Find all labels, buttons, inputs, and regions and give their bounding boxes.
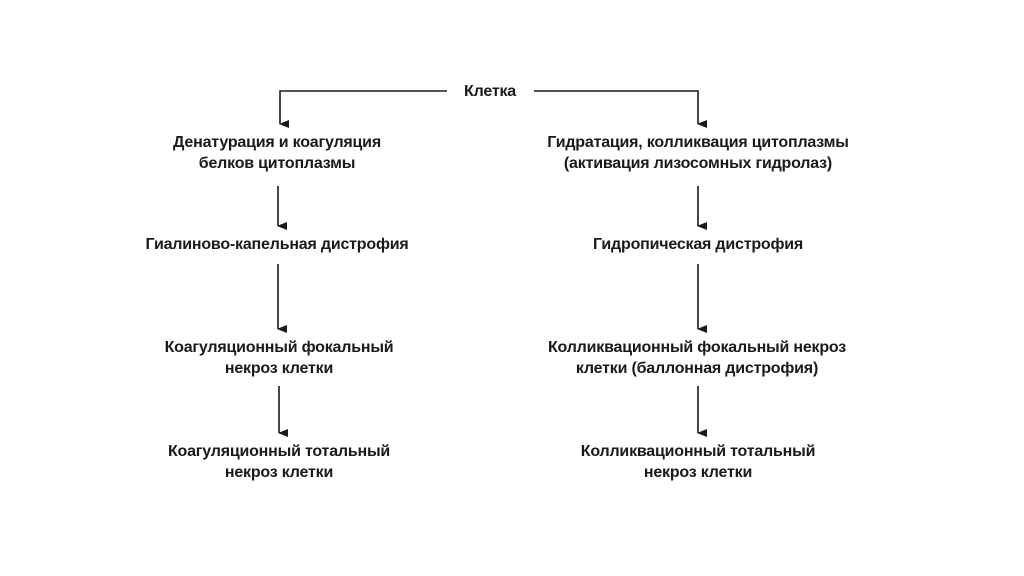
right-node-total-necrosis-line-1: Колликвационный тотальный [580,443,816,460]
left-node-total-necrosis-line-2: некроз клетки [224,464,334,481]
left-node-total-necrosis: Коагуляционный тотальный некроз клетки [168,441,390,483]
right-node-hydropic-dystrophy-line-1: Гидропическая дистрофия [592,236,804,253]
right-node-focal-necrosis-line-1: Колликвационный фокальный некроз [547,339,847,356]
root-to-left-connector [279,90,447,128]
root-to-right-connector [534,90,707,128]
left-node-denaturation: Денатурация и коагуляция белков цитоплаз… [173,132,381,174]
right-node-hydration-line-1: Гидратация, колликвация цитоплазмы [547,134,849,151]
left-node-focal-necrosis: Коагуляционный фокальный некроз клетки [165,337,394,379]
left-node-focal-necrosis-line-2: некроз клетки [224,360,334,377]
right-node-hydropic-dystrophy: Гидропическая дистрофия [593,234,803,255]
right-node-hydration: Гидратация, колликвация цитоплазмы (акти… [547,132,849,174]
left-node-hyaline-dystrophy-line-1: Гиалиново-капельная дистрофия [145,236,409,253]
right-node-hydration-line-2: (активация лизосомных гидролаз) [563,155,833,172]
right-node-focal-necrosis: Колликвационный фокальный некроз клетки … [548,337,846,379]
left-node-total-necrosis-line-1: Коагуляционный тотальный [167,443,391,460]
right-node-focal-necrosis-line-2: клетки (баллонная дистрофия) [575,360,819,377]
left-node-denaturation-line-2: белков цитоплазмы [198,155,356,172]
right-node-total-necrosis-line-2: некроз клетки [643,464,753,481]
left-node-denaturation-line-1: Денатурация и коагуляция [173,134,381,151]
left-node-hyaline-dystrophy: Гиалиново-капельная дистрофия [145,234,408,255]
right-node-total-necrosis: Колликвационный тотальный некроз клетки [580,441,816,483]
root-node-label: Клетка [464,83,516,100]
root-node-cell: Клетка [464,81,516,102]
left-node-focal-necrosis-line-1: Коагуляционный фокальный [164,339,394,356]
